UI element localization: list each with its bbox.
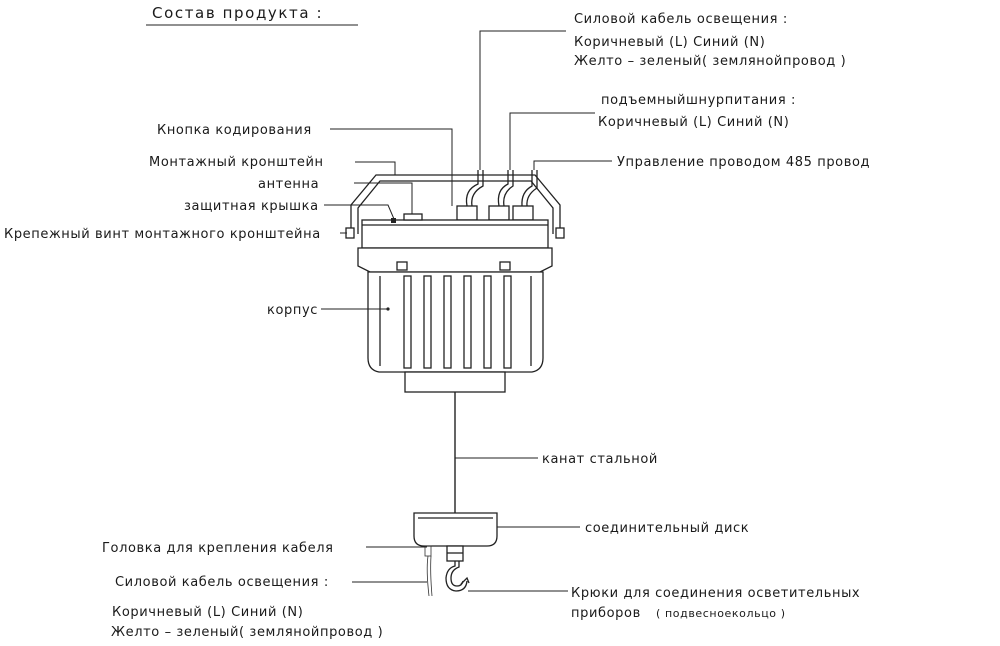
disc-and-hook <box>413 512 498 597</box>
mounting-bracket-shape <box>350 174 561 234</box>
label-hooks-line2: приборов <box>571 606 641 621</box>
label-mount-bracket: Монтажный кронштейн <box>149 155 324 170</box>
diagram-title: Состав продукта : <box>152 4 323 22</box>
cable-drum-shape <box>404 371 506 393</box>
label-hooks-note: ( подвесноекольцо ) <box>656 607 786 620</box>
antenna-shape <box>403 213 423 221</box>
label-lift-cord-colors: Коричневый (L) Синий (N) <box>598 115 789 130</box>
label-coding-button: Кнопка кодирования <box>157 123 312 138</box>
label-connecting-disc: соединительный диск <box>585 521 749 536</box>
label-housing: корпус <box>267 303 318 318</box>
leader-lines <box>321 30 612 592</box>
label-lift-cord-title: подъемныйшнурпитания : <box>601 93 796 108</box>
housing-shape <box>367 271 544 373</box>
label-power-cable-ground: Желто – зеленый( землянойпровод ) <box>574 54 846 69</box>
coding-button-shape <box>391 218 396 223</box>
bottom-power-cable-shape <box>426 555 430 597</box>
label-antenna: антенна <box>258 177 319 192</box>
hook-shape <box>445 561 468 592</box>
label-hooks-line1: Крюки для соединения осветительных <box>571 586 860 601</box>
cable-glands <box>456 170 538 221</box>
housing-ribs <box>403 275 512 369</box>
label-cable-head: Головка для крепления кабеля <box>102 541 334 556</box>
label-bottom-power-title: Силовой кабель освещения : <box>115 575 329 590</box>
label-bottom-power-colors: Коричневый (L) Синий (N) <box>112 605 303 620</box>
connecting-disc-shape <box>413 512 498 547</box>
protective-cover-shape <box>361 219 549 249</box>
flange-shape <box>357 247 553 273</box>
winch-unit <box>345 170 565 393</box>
label-power-cable-title: Силовой кабель освещения : <box>574 12 788 27</box>
label-power-cable-colors: Коричневый (L) Синий (N) <box>574 35 765 50</box>
label-bracket-screw: Крепежный винт монтажного кронштейна <box>4 227 321 242</box>
label-steel-cable: канат стальной <box>542 452 658 467</box>
bracket-screw-left <box>345 227 355 239</box>
label-control-wire: Управление проводом 485 провод <box>617 155 870 170</box>
bracket-screw-right <box>555 227 565 239</box>
label-protective-cover: защитная крышка <box>184 199 319 214</box>
label-bottom-power-ground: Желто – зеленый( землянойпровод ) <box>111 625 383 640</box>
